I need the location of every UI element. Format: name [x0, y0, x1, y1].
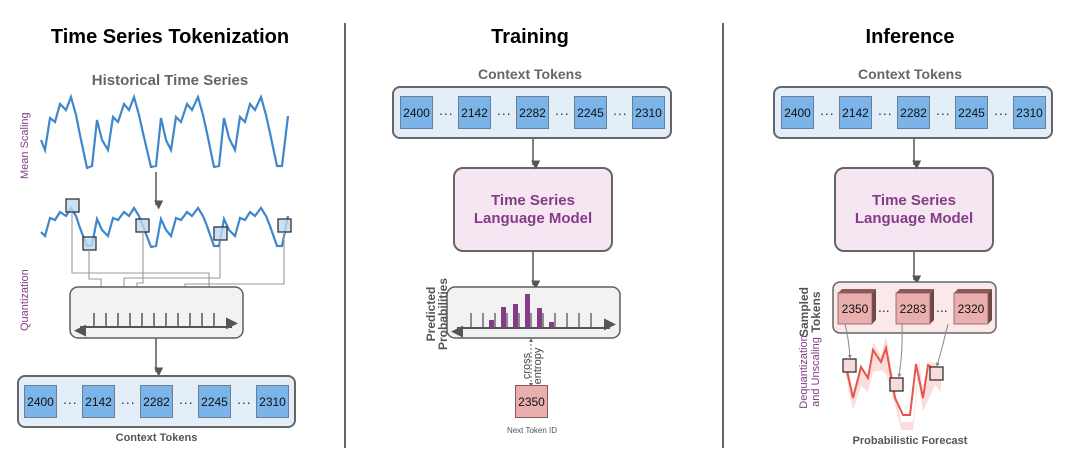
dequant-connectors	[844, 323, 949, 378]
sampled-ellipsis: ...	[878, 299, 890, 315]
probability-bars	[489, 294, 554, 328]
next-token: 2350	[515, 385, 548, 418]
token: 2142	[839, 96, 872, 129]
ellipsis: ...	[439, 102, 454, 118]
prob-bar	[525, 294, 530, 328]
quantization-box	[69, 286, 244, 339]
ellipsis: ...	[497, 102, 512, 118]
sampled-ellipsis: ...	[936, 299, 948, 315]
token: 2310	[632, 96, 665, 129]
token: 2245	[574, 96, 607, 129]
forecast-line	[844, 344, 936, 416]
token: 2142	[458, 96, 491, 129]
forecast-caption: Probabilistic Forecast	[852, 435, 968, 447]
separator-right	[722, 23, 724, 448]
next-token-caption: Next Token ID	[506, 426, 558, 435]
token: 2282	[140, 385, 173, 418]
sampled-token-blocks	[837, 289, 992, 325]
ellipsis: ...	[237, 391, 252, 407]
tokenization-diagram	[39, 93, 292, 377]
ellipsis: ...	[179, 391, 194, 407]
tokenization-title: Time Series Tokenization	[50, 26, 290, 48]
token: 2310	[256, 385, 289, 418]
prob-bar	[513, 304, 518, 328]
training-context-title: Context Tokens	[478, 66, 582, 82]
prob-bar	[489, 320, 494, 328]
prob-bar	[537, 308, 542, 328]
historical-series-title: Historical Time Series	[91, 72, 249, 89]
ellipsis: ...	[820, 102, 835, 118]
model-label-line2: Language Model	[854, 209, 974, 227]
prob-bar	[501, 307, 506, 328]
model-label-line1: Time Series	[491, 191, 575, 209]
token: 2245	[198, 385, 231, 418]
token: 2282	[897, 96, 930, 129]
separator-left	[344, 23, 346, 448]
inference-title: Inference	[865, 26, 955, 48]
token: 2400	[24, 385, 57, 418]
model-label-line1: Time Series	[872, 191, 956, 209]
forecast-sample-boxes	[842, 358, 944, 392]
training-token-row: 2400 ... 2142 ... 2282 ... 2245 ... 2310	[392, 86, 672, 139]
token: 2400	[400, 96, 433, 129]
ellipsis: ...	[121, 391, 136, 407]
quantization-ticks	[93, 313, 215, 327]
loss-line2: entropy	[532, 347, 544, 385]
ellipsis: ...	[936, 102, 951, 118]
inference-token-row: 2400 ... 2142 ... 2282 ... 2245 ... 2310	[773, 86, 1053, 139]
probabilities-ticks	[470, 313, 592, 328]
ellipsis: ...	[63, 391, 78, 407]
ellipsis: ...	[994, 102, 1009, 118]
prob-bar	[549, 322, 554, 328]
training-title: Training	[491, 26, 569, 48]
token: 2310	[1013, 96, 1046, 129]
training-diagram	[446, 139, 621, 387]
inference-context-title: Context Tokens	[858, 66, 962, 82]
scaled-series-line	[40, 205, 290, 249]
sampled-token: 2350	[841, 301, 869, 316]
ellipsis: ...	[878, 102, 893, 118]
tokenization-token-row: 2400 ... 2142 ... 2282 ... 2245 ... 2310	[17, 375, 296, 428]
token: 2142	[82, 385, 115, 418]
token: 2400	[781, 96, 814, 129]
inference-diagram	[832, 139, 997, 430]
model-label-line2: Language Model	[473, 209, 593, 227]
ellipsis: ...	[555, 102, 570, 118]
tokenization-caption: Context Tokens	[115, 432, 198, 444]
sampled-token: 2320	[957, 301, 985, 316]
sampled-token: 2283	[899, 301, 927, 316]
token: 2282	[516, 96, 549, 129]
predicted-probabilities-box	[446, 286, 621, 339]
historical-series-line	[39, 93, 290, 170]
ellipsis: ...	[613, 102, 628, 118]
token: 2245	[955, 96, 988, 129]
